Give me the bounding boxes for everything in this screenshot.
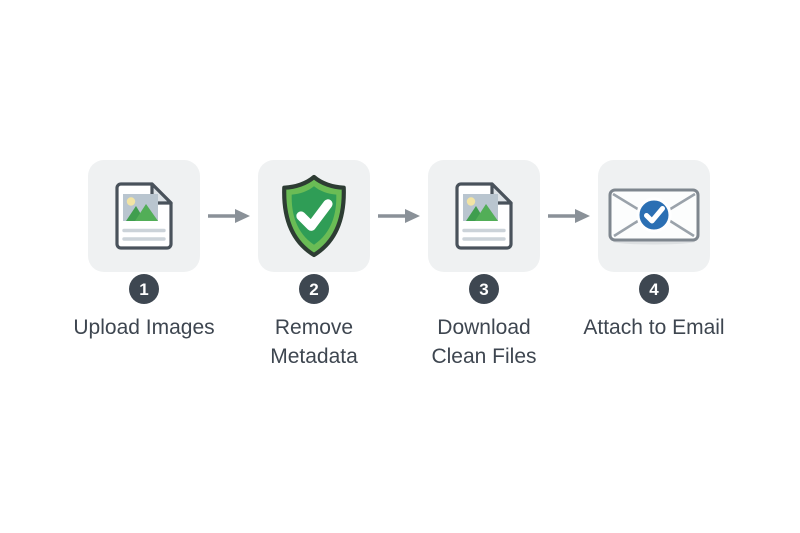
step-label: Download Clean Files <box>431 316 537 368</box>
arrow-right-icon <box>208 209 250 223</box>
step-number-badge: 4 <box>639 274 669 304</box>
step-number-badge: 3 <box>469 274 499 304</box>
email-check-icon <box>608 188 700 245</box>
step-card <box>258 160 370 272</box>
step-label: Remove Metadata <box>270 316 358 368</box>
arrow-right-icon <box>548 209 590 223</box>
step-label: Attach to Email <box>583 316 725 339</box>
shield-check-icon <box>282 174 346 258</box>
image-file-icon <box>455 182 513 250</box>
step-card <box>428 160 540 272</box>
step-download-clean-files: 3 Download Clean Files <box>399 160 569 371</box>
step-number-badge: 1 <box>129 274 159 304</box>
step-label: Upload Images <box>73 316 215 339</box>
image-file-icon <box>115 182 173 250</box>
step-upload-images: 1 Upload Images <box>59 160 229 342</box>
step-attach-to-email: 4 Attach to Email <box>569 160 739 342</box>
arrow-right-icon <box>378 209 420 223</box>
step-number-badge: 2 <box>299 274 329 304</box>
step-card <box>88 160 200 272</box>
step-card <box>598 160 710 272</box>
step-remove-metadata: 2 Remove Metadata <box>229 160 399 371</box>
